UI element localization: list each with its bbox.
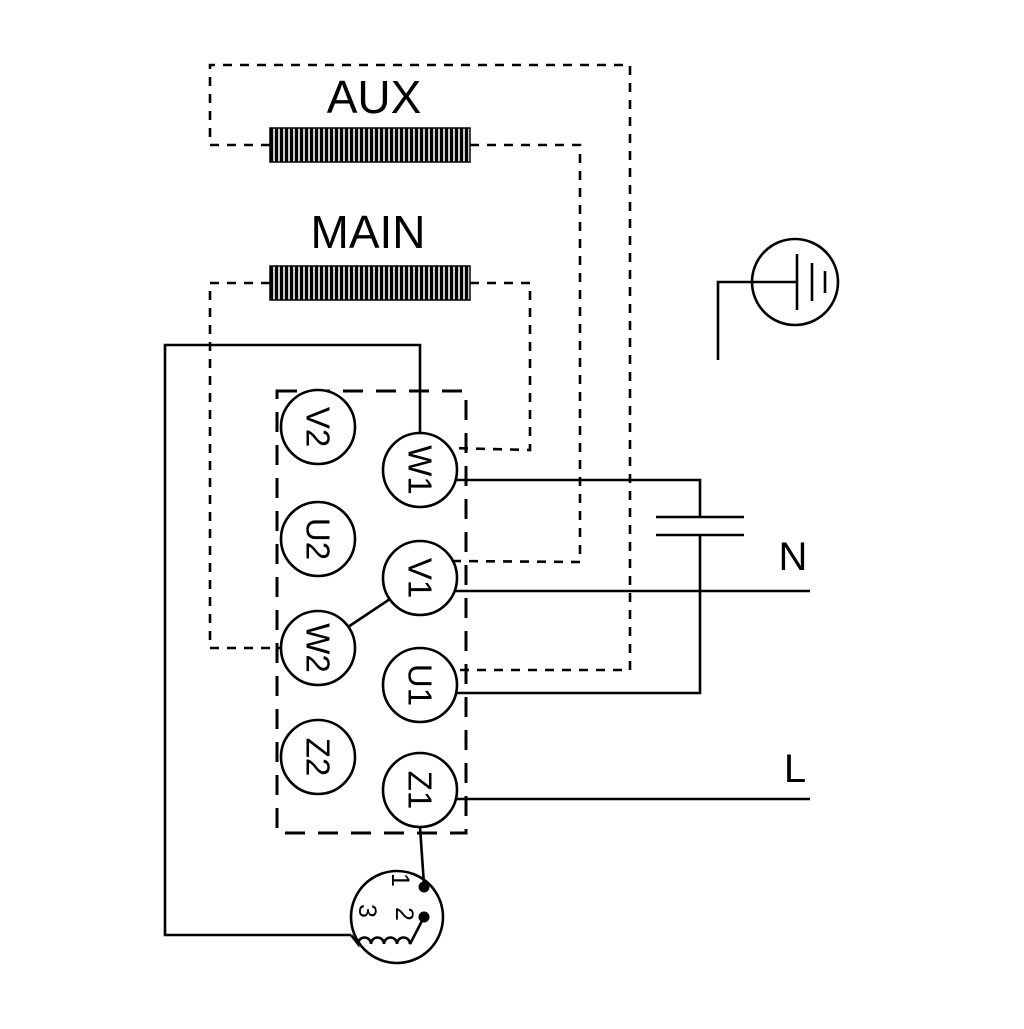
z1-to-thermal-wire	[418, 826, 426, 886]
main-winding: MAIN	[269, 206, 471, 301]
capacitor	[656, 515, 744, 537]
w1-to-capacitor-wire	[456, 478, 702, 517]
thermal-protector: 1 2 3	[349, 826, 445, 965]
terminal-w2-circle	[279, 609, 357, 687]
terminal-v2: V2	[279, 388, 357, 466]
terminal-u2: U2	[279, 500, 357, 578]
w2-v1-jumper-wire	[347, 597, 391, 629]
terminal-z1: Z1	[381, 751, 459, 829]
aux-winding-title: AUX	[327, 71, 422, 123]
ground-feed-wire	[716, 280, 797, 360]
terminal-w2-label: W2	[300, 623, 337, 673]
terminal-w1-circle	[381, 431, 459, 509]
external-wiring	[163, 343, 810, 937]
terminal-u2-label: U2	[300, 518, 337, 560]
internal-wiring	[208, 63, 632, 672]
main-winding-coil	[269, 265, 471, 301]
main-winding-title: MAIN	[311, 206, 426, 258]
thermal-contact-dot-2	[418, 911, 430, 923]
thermal-contact-2-label: 2	[390, 907, 418, 921]
terminal-u1: U1	[381, 646, 459, 724]
terminal-z2-circle	[279, 718, 357, 796]
terminal-v1-label: V1	[402, 558, 439, 598]
terminal-v1-circle	[381, 539, 459, 617]
capacitor-to-u1-wire	[456, 535, 702, 695]
terminal-v1: V1	[381, 539, 459, 617]
aux-winding: AUX	[269, 71, 471, 163]
neutral-label: N	[779, 535, 808, 579]
w1-to-thermal-loop-wire	[163, 343, 422, 937]
thermal-bimetal-coil	[349, 916, 426, 948]
thermal-contact-1-label: 1	[386, 873, 414, 887]
aux-winding-to-v1-wire	[451, 143, 582, 564]
thermal-contact-dot-1	[418, 881, 430, 893]
main-winding-to-w1-wire	[449, 281, 532, 452]
terminal-u1-circle	[381, 646, 459, 724]
earth-ground-icon	[795, 254, 827, 310]
terminal-v2-label: V2	[300, 407, 337, 447]
terminal-w1-label: W1	[402, 445, 439, 495]
terminal-block-border	[275, 389, 468, 835]
main-winding-to-w2-wire	[208, 281, 281, 650]
line-label: L	[784, 747, 806, 791]
terminal-z1-label: Z1	[402, 771, 439, 810]
aux-winding-to-u1-wire	[208, 63, 632, 672]
terminal-z2: Z2	[279, 718, 357, 796]
aux-winding-coil	[269, 127, 471, 163]
terminal-u1-label: U1	[402, 664, 439, 706]
thermal-contact-3-label: 3	[353, 904, 381, 918]
terminal-w2: W2	[279, 609, 357, 687]
terminal-z2-label: Z2	[300, 738, 337, 777]
terminal-w1: W1	[381, 431, 459, 509]
ground-symbol	[716, 237, 840, 360]
terminal-v2-circle	[279, 388, 357, 466]
terminal-u2-circle	[279, 500, 357, 578]
